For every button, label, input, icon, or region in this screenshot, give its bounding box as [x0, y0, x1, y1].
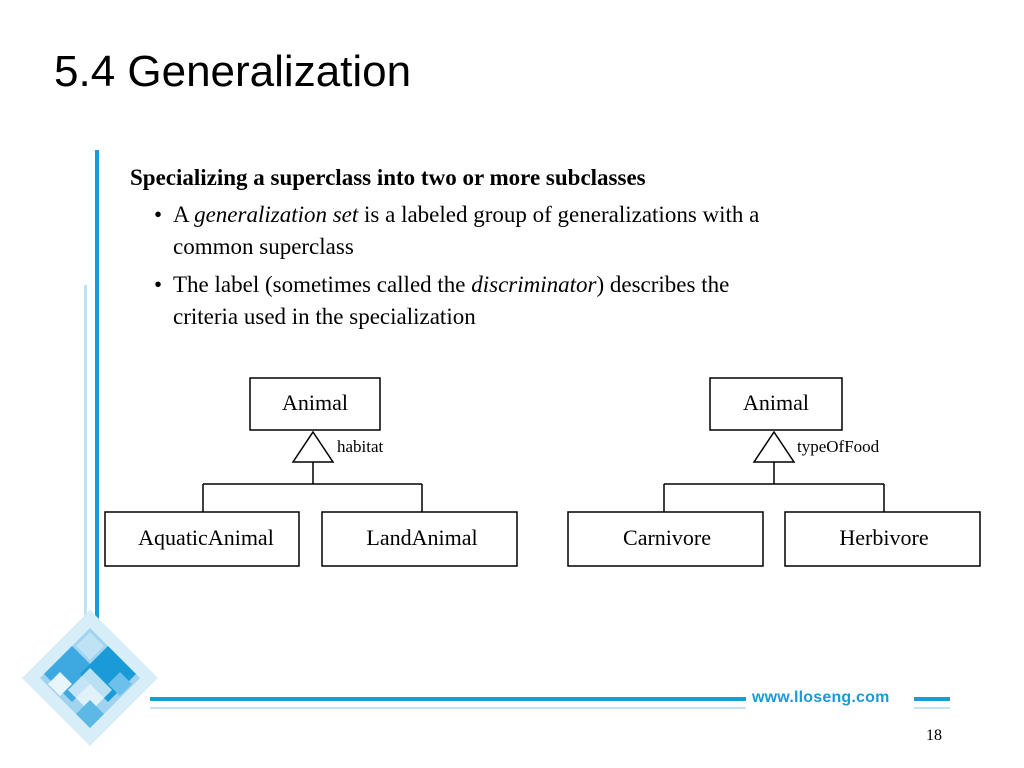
term-discriminator: discriminator	[471, 272, 597, 297]
discriminator-label: typeOfFood	[797, 437, 880, 456]
bullet-text: The label (sometimes called the	[173, 272, 472, 297]
footer-accent-line	[150, 697, 746, 701]
bullet-symbol: •	[154, 202, 163, 227]
uml-diagram-typeoffood	[567, 377, 981, 567]
superclass-label: Animal	[282, 390, 348, 415]
footer-url: www.lloseng.com	[752, 689, 890, 706]
footer-accent-line-right	[914, 697, 950, 701]
slide-title: 5.4 Generalization	[54, 47, 412, 96]
bullet-symbol: •	[154, 272, 163, 297]
subclass-label: Herbivore	[839, 525, 928, 550]
logo-diamond-graphic	[22, 610, 158, 746]
discriminator-label: habitat	[337, 437, 384, 456]
subclass-box	[567, 511, 764, 567]
footer-accent-line-light	[150, 707, 746, 709]
section-heading: Specializing a superclass into two or mo…	[130, 165, 646, 190]
bullet-text: criteria used in the specialization	[173, 304, 476, 329]
footer-accent-line-right-light	[914, 707, 950, 709]
superclass-label: Animal	[743, 390, 809, 415]
superclass-box	[249, 377, 381, 431]
uml-diagram-habitat	[104, 377, 518, 567]
term-generalization-set: generalization set	[194, 202, 359, 227]
subclass-label: AquaticAnimal	[138, 525, 274, 550]
bullet-text: A	[173, 202, 195, 227]
subclass-box	[784, 511, 981, 567]
generalization-triangle	[291, 430, 335, 463]
superclass-box	[709, 377, 843, 431]
bullet-text: common superclass	[173, 234, 354, 259]
subclass-box	[321, 511, 518, 567]
vertical-accent-bar-light	[84, 285, 87, 645]
bullet-text: ) describes the	[596, 272, 730, 297]
subclass-box	[104, 511, 300, 567]
vertical-accent-bar	[95, 150, 99, 650]
page-number: 18	[926, 727, 942, 744]
generalization-triangle	[752, 430, 796, 463]
slide-content: Specializing a superclass into two or mo…	[130, 163, 930, 333]
subclass-label: LandAnimal	[366, 525, 477, 550]
bullet-item: • A generalization set is a labeled grou…	[130, 199, 930, 263]
bullet-text: is a labeled group of generalizations wi…	[358, 202, 760, 227]
subclass-label: Carnivore	[623, 525, 711, 550]
bullet-item: • The label (sometimes called the discri…	[130, 269, 930, 333]
